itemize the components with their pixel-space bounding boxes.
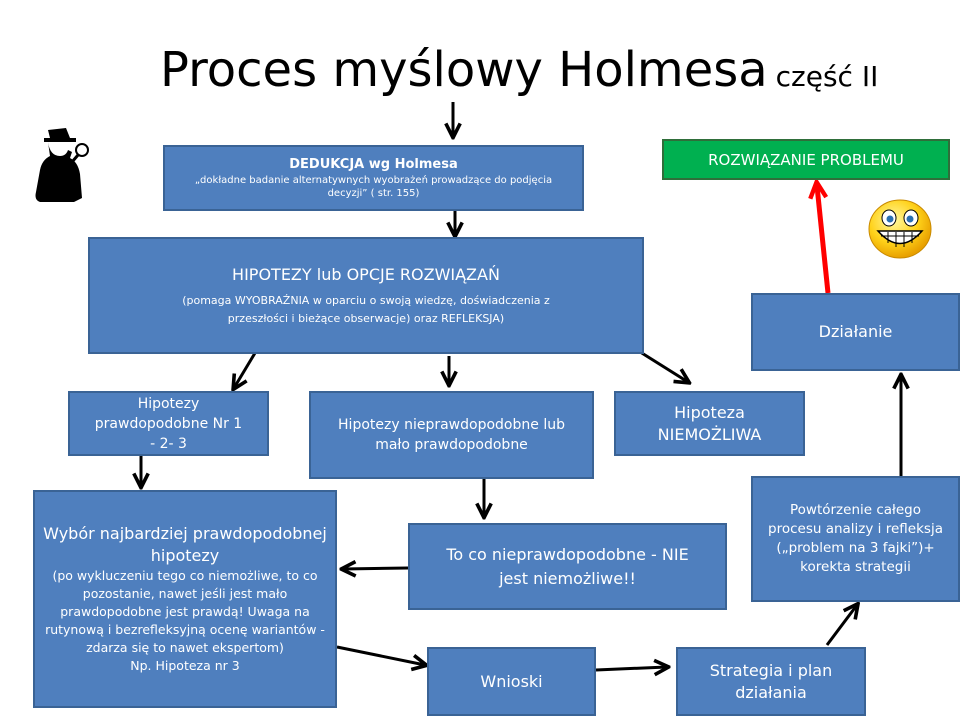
hipotezy-line1: HIPOTEZY lub OPCJE ROZWIĄZAŃ — [232, 264, 500, 284]
title-main: Proces myślowy Holmesa — [160, 42, 768, 98]
dedukcja-heading: DEDUKCJA wg Holmesa — [289, 157, 458, 172]
detective-icon — [35, 128, 89, 202]
arrow-hipotezy-to-prawdopodobne — [234, 352, 257, 388]
to-co-label: To co nieprawdopodobne - NIE jest niemoż… — [446, 544, 689, 588]
box-strategia: Strategia i plan działania — [676, 647, 866, 716]
box-powtorzenie: Powtórzenie całego procesu analizy i ref… — [751, 476, 960, 602]
dzialanie-label: Działanie — [818, 322, 893, 341]
arrow-toco-to-wybor — [343, 568, 409, 569]
box-rozwiazanie: ROZWIĄZANIE PROBLEMU — [662, 139, 950, 180]
wybor-heading: Wybór najbardziej prawdopodobnej hipotez… — [43, 524, 327, 565]
hipotezy-line2: (pomaga WYOBRAŹNIA w oparciu o swoją wie… — [182, 293, 550, 307]
arrow-wybor-to-wnioski — [336, 645, 425, 665]
title-sub: część II — [775, 60, 879, 93]
box-to-co: To co nieprawdopodobne - NIE jest niemoż… — [408, 523, 727, 610]
niemozliwa-label: Hipoteza NIEMOŻLIWA — [657, 402, 762, 444]
box-niemozliwa: Hipoteza NIEMOŻLIWA — [614, 391, 805, 456]
dedukcja-text: „dokładne badanie alternatywnych wyobraż… — [194, 175, 553, 199]
box-wybor: Wybór najbardziej prawdopodobnej hipotez… — [33, 490, 337, 708]
powtorzenie-label: Powtórzenie całego procesu analizy i ref… — [768, 502, 943, 575]
arrow-strategia-to-powtorzenie — [825, 605, 857, 646]
arrow-dzialanie-to-rozwiazanie — [817, 186, 831, 294]
prawdopodobne-label: Hipotezy prawdopodobne Nr 1 - 2- 3 — [94, 395, 243, 452]
wnioski-label: Wnioski — [480, 671, 543, 691]
box-nieprawdopodobne: Hipotezy nieprawdopodobne lub mało prawd… — [309, 391, 594, 479]
wybor-text: (po wykluczeniu tego co niemożliwe, to c… — [45, 568, 325, 655]
smiley-icon — [868, 199, 932, 259]
box-dzialanie: Działanie — [751, 293, 960, 371]
strategia-label: Strategia i plan działania — [709, 660, 833, 702]
wybor-example: Np. Hipoteza nr 3 — [130, 658, 240, 673]
box-hipotezy: HIPOTEZY lub OPCJE ROZWIĄZAŃ (pomaga WYO… — [88, 237, 644, 354]
hipotezy-line3: przeszłości i bieżące obserwacje) oraz R… — [227, 311, 505, 325]
rozwiazanie-label: ROZWIĄZANIE PROBLEMU — [708, 150, 904, 169]
arrow-wnioski-to-strategia — [595, 667, 667, 670]
box-dedukcja: DEDUKCJA wg Holmesa „dokładne badanie al… — [163, 145, 584, 211]
box-prawdopodobne: Hipotezy prawdopodobne Nr 1 - 2- 3 — [68, 391, 269, 456]
arrow-hipotezy-to-niemozliwa — [636, 348, 688, 382]
box-wnioski: Wnioski — [427, 647, 596, 716]
nieprawdopodobne-label: Hipotezy nieprawdopodobne lub mało prawd… — [338, 417, 565, 453]
